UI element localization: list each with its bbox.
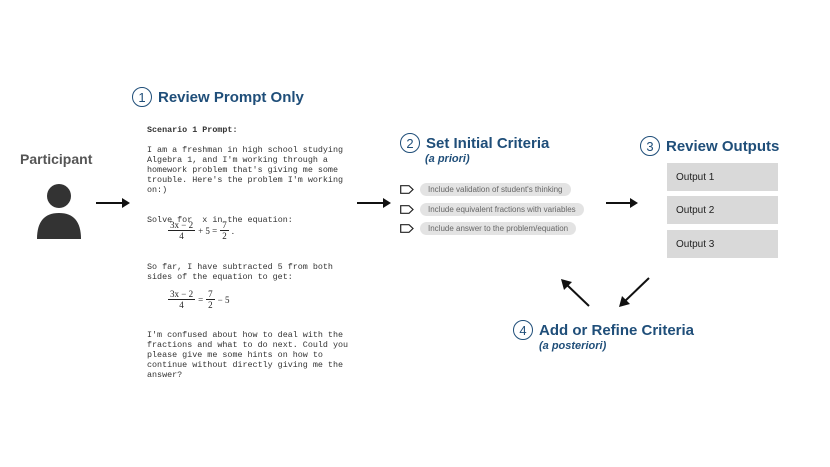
prompt-solve-line: Solve for x in the equation:	[147, 205, 293, 225]
step-3-title: Review Outputs	[666, 137, 780, 155]
step-1-number: 1	[132, 87, 152, 107]
solve-variable: x	[202, 215, 208, 225]
eq2-denominator: 4	[179, 300, 184, 310]
participant-label: Participant	[20, 151, 93, 167]
output-box: Output 1	[667, 163, 778, 191]
arrow-down-left-icon	[619, 277, 650, 307]
eq1-fraction-right: 7 2	[220, 220, 229, 241]
step-3-number: 3	[640, 136, 660, 156]
eq1-right-numerator: 7	[220, 220, 229, 231]
eq2-fraction-left: 3x − 2 4	[168, 289, 196, 310]
step-2-title: Set Initial Criteria	[426, 134, 550, 152]
eq2-right-numerator: 7	[206, 289, 215, 300]
criterion-label: Include answer to the problem/equation	[420, 222, 577, 235]
step-4-header: 4 Add or Refine Criteria	[513, 320, 694, 340]
eq2-fraction-right: 7 2	[206, 289, 215, 310]
criterion-label: Include validation of student's thinking	[420, 183, 571, 196]
prompt-paragraph-1: I am a freshman in high school studying …	[147, 145, 344, 195]
criterion-item: Include answer to the problem/equation	[400, 222, 577, 235]
step-4-subtitle: (a posteriori)	[539, 340, 607, 352]
output-box: Output 3	[667, 230, 778, 258]
eq1-end: .	[231, 225, 234, 236]
step-4-title: Add or Refine Criteria	[539, 321, 695, 339]
eq1-middle: + 5 =	[198, 225, 218, 236]
prompt-paragraph-3: I'm confused about how to deal with the …	[147, 330, 349, 380]
prompt-paragraph-2: So far, I have subtracted 5 from both si…	[147, 262, 333, 282]
criterion-label: Include equivalent fractions with variab…	[420, 203, 584, 216]
solve-prefix: Solve for	[147, 215, 193, 225]
arrow-up-left-icon	[561, 279, 590, 307]
equation-1: 3x − 2 4 + 5 = 7 2 .	[168, 220, 234, 241]
eq1-denominator: 4	[179, 231, 184, 241]
eq2-numerator: 3x − 2	[168, 289, 196, 300]
step-4-number: 4	[513, 320, 533, 340]
criterion-item: Include equivalent fractions with variab…	[400, 203, 584, 216]
person-icon	[37, 184, 81, 239]
eq1-right-denominator: 2	[222, 231, 227, 241]
arrow-right-icon	[357, 198, 391, 208]
eq1-numerator: 3x − 2	[168, 220, 196, 231]
solve-suffix: in the equation:	[212, 215, 293, 225]
tag-icon	[400, 205, 414, 214]
step-1-header: 1 Review Prompt Only	[132, 87, 304, 107]
eq2-right-denominator: 2	[208, 300, 213, 310]
eq2-middle: =	[198, 294, 204, 305]
eq2-end: − 5	[217, 294, 230, 305]
step-2-header: 2 Set Initial Criteria	[400, 133, 549, 153]
step-2-subtitle: (a priori)	[425, 153, 470, 165]
output-box: Output 2	[667, 196, 778, 224]
arrow-right-icon	[606, 198, 638, 208]
prompt-title: Scenario 1 Prompt:	[147, 125, 238, 135]
equation-2: 3x − 2 4 = 7 2 − 5	[168, 289, 229, 310]
arrow-right-icon	[96, 198, 130, 208]
step-3-header: 3 Review Outputs	[640, 136, 779, 156]
step-2-number: 2	[400, 133, 420, 153]
step-1-title: Review Prompt Only	[158, 88, 304, 106]
tag-icon	[400, 224, 414, 233]
tag-icon	[400, 185, 414, 194]
eq1-fraction-left: 3x − 2 4	[168, 220, 196, 241]
criterion-item: Include validation of student's thinking	[400, 183, 571, 196]
